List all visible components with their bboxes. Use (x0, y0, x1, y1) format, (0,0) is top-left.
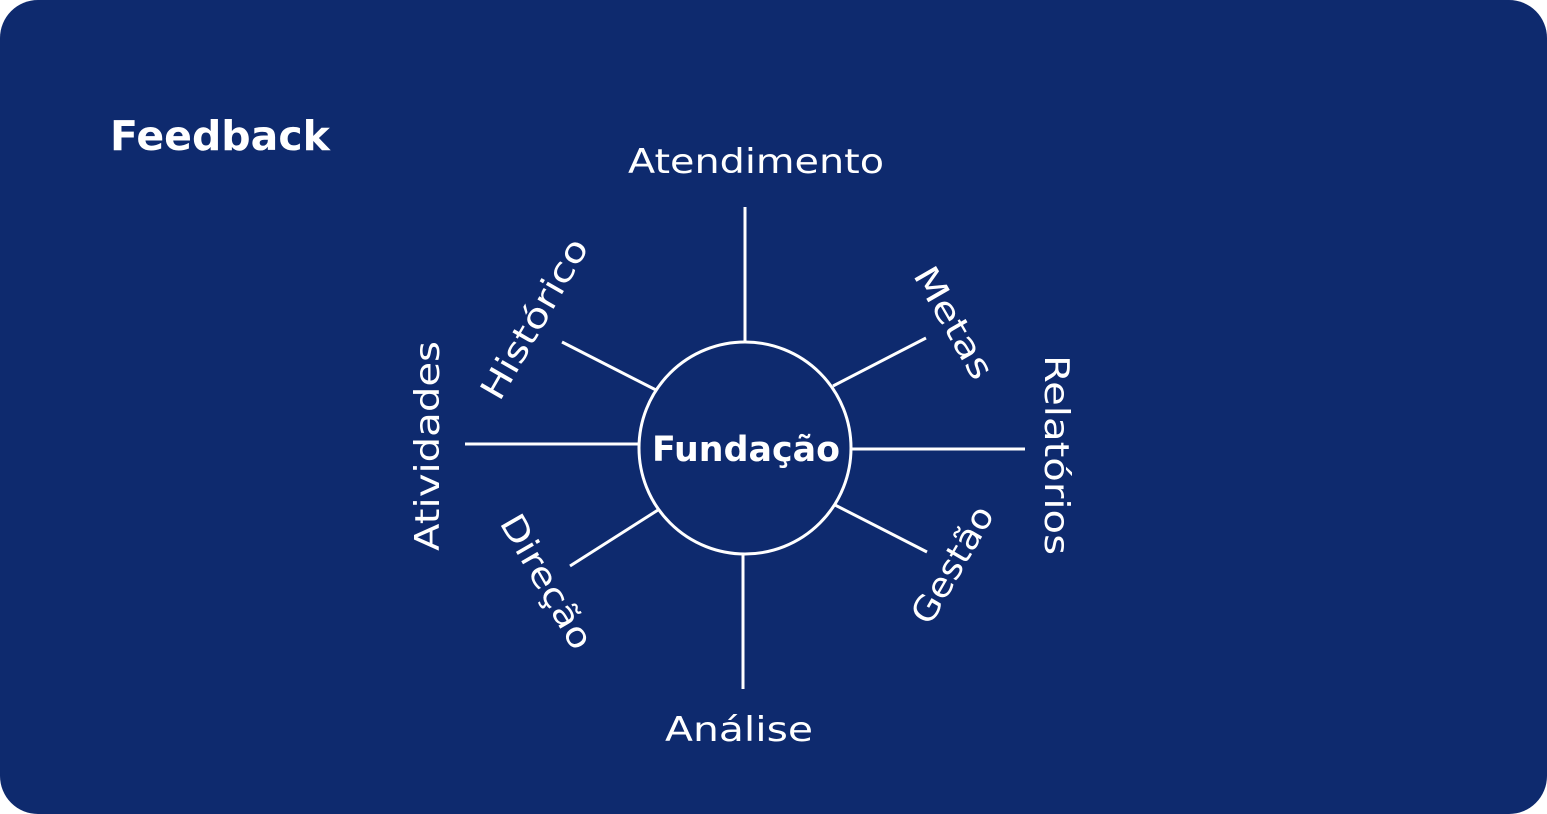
connector-metas (832, 336, 927, 388)
connector-historico (561, 340, 657, 392)
hub-label: Fundação (652, 430, 840, 470)
connector-direcao (569, 508, 659, 568)
spoke-label-metas: Metas (905, 259, 1002, 386)
spoke-label-direcao: Direção (491, 507, 601, 657)
spoke-label-relatorios: Relatórios (1036, 355, 1076, 555)
spoke-label-atendimento: Atendimento (628, 142, 884, 182)
connector-gestao (834, 503, 928, 554)
spoke-label-gestao: Gestão (903, 499, 1003, 632)
spoke-label-analise: Análise (665, 710, 813, 750)
card-title: Feedback (110, 112, 330, 160)
spoke-label-atividades: Atividades (408, 341, 448, 551)
spoke-label-historico: Histórico (473, 231, 598, 407)
hub-circle (637, 340, 853, 556)
